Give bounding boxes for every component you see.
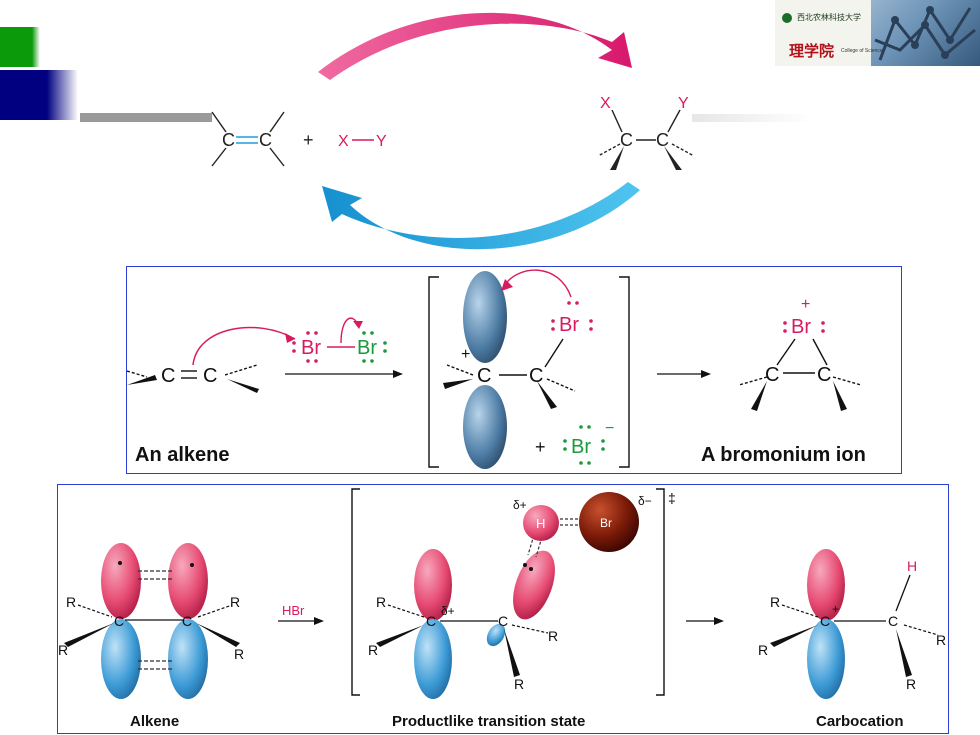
college-logo: 西北农林科技大学 理学院 College of Science	[775, 0, 980, 66]
deco-bar-gray-right	[692, 114, 812, 122]
reagent-y: Y	[376, 133, 387, 150]
svg-text:C: C	[161, 365, 175, 387]
svg-text:Br: Br	[357, 337, 377, 359]
curved-arrow-icon	[192, 326, 296, 366]
logo-university-text: 西北农林科技大学	[797, 13, 861, 22]
alkene-p-orbital-2-upper	[168, 543, 208, 619]
svg-text:C: C	[477, 365, 491, 387]
svg-text:C: C	[426, 613, 436, 629]
hbr-reagent: HBr	[282, 603, 305, 618]
p-orbital-lower	[463, 385, 507, 469]
product-x: X	[600, 95, 611, 112]
alkene-structure	[211, 111, 285, 167]
svg-text:R: R	[230, 594, 240, 610]
bromonium-panel: C C Br Br C + C Br	[126, 266, 902, 474]
svg-text:C: C	[820, 613, 830, 629]
svg-text:R: R	[758, 642, 768, 658]
alkene-p-orbital-1-lower	[101, 619, 141, 699]
svg-text:−: −	[605, 420, 614, 437]
svg-text:R: R	[66, 594, 76, 610]
product-y: Y	[678, 95, 689, 112]
svg-text:R: R	[906, 676, 916, 692]
svg-text:+: +	[535, 437, 546, 457]
svg-text:Br: Br	[600, 516, 612, 530]
logo-college-en: College of Science	[841, 48, 883, 54]
svg-text:R: R	[368, 642, 378, 658]
svg-text:C: C	[203, 365, 217, 387]
hydrogen-atom	[523, 505, 559, 541]
addition-arrow-icon	[318, 12, 632, 81]
addition-elimination-scheme: Addition Elimination C C + X Y X Y C C	[211, 12, 695, 250]
svg-text:C: C	[222, 130, 235, 150]
svg-text:C: C	[888, 613, 898, 629]
svg-text:R: R	[376, 594, 386, 610]
svg-text:C: C	[498, 613, 508, 629]
svg-text:C: C	[620, 130, 633, 150]
p-orbital-upper	[463, 271, 507, 363]
svg-text:Br: Br	[791, 316, 811, 338]
svg-text:C: C	[114, 613, 124, 629]
svg-text:δ−: δ−	[638, 494, 652, 508]
svg-text:C: C	[817, 364, 831, 386]
elimination-arrow-icon	[322, 182, 640, 250]
alkene-p-orbital-1-upper	[101, 543, 141, 619]
caption-alkene-2: Alkene	[130, 713, 180, 730]
bromine-atom	[579, 492, 639, 552]
svg-text:C: C	[182, 613, 192, 629]
svg-text:Br: Br	[571, 436, 591, 458]
svg-text:R: R	[58, 642, 68, 658]
svg-text:+: +	[461, 346, 470, 363]
svg-text:R: R	[234, 646, 244, 662]
hbr-panel: C C R R R R HBr ‡ C δ+ C H	[57, 484, 949, 734]
svg-text:Br: Br	[559, 314, 579, 336]
caption-carbocation: Carbocation	[816, 713, 904, 730]
svg-text:H: H	[907, 558, 917, 574]
svg-text:R: R	[936, 632, 946, 648]
hbr-scheme: C C R R R R HBr ‡ C δ+ C H	[58, 488, 946, 699]
elimination-label: Elimination	[436, 201, 514, 218]
svg-text:H: H	[536, 516, 545, 531]
reagent-x: X	[338, 133, 349, 150]
svg-text:C: C	[765, 364, 779, 386]
svg-text:C: C	[529, 365, 543, 387]
svg-text:δ+: δ+	[513, 498, 527, 512]
caption-bromonium-ion: A bromonium ion	[701, 444, 866, 466]
alkene-p-orbital-2-lower	[168, 619, 208, 699]
bromonium-scheme: C C Br Br C + C Br	[127, 269, 862, 469]
deco-bar-gray	[80, 113, 212, 122]
deco-square-green	[0, 27, 40, 67]
caption-transition-state: Productlike transition state	[392, 713, 586, 730]
svg-text:C: C	[259, 130, 272, 150]
plus-sign: +	[303, 130, 314, 150]
svg-text:R: R	[514, 676, 524, 692]
svg-text:+: +	[801, 296, 810, 313]
svg-text:δ+: δ+	[441, 604, 455, 618]
deco-square-navy	[0, 70, 78, 120]
svg-text:C: C	[656, 130, 669, 150]
svg-text:R: R	[770, 594, 780, 610]
logo-college-text: 理学院	[789, 42, 835, 60]
double-dagger: ‡	[668, 490, 676, 506]
logo-emblem-icon	[782, 13, 792, 23]
svg-text:+: +	[832, 602, 839, 616]
logo-graphic	[775, 0, 976, 66]
svg-text:R: R	[548, 628, 558, 644]
addition-label: Addition	[442, 45, 500, 62]
caption-alkene: An alkene	[135, 444, 230, 466]
br1-label: Br	[301, 337, 321, 359]
